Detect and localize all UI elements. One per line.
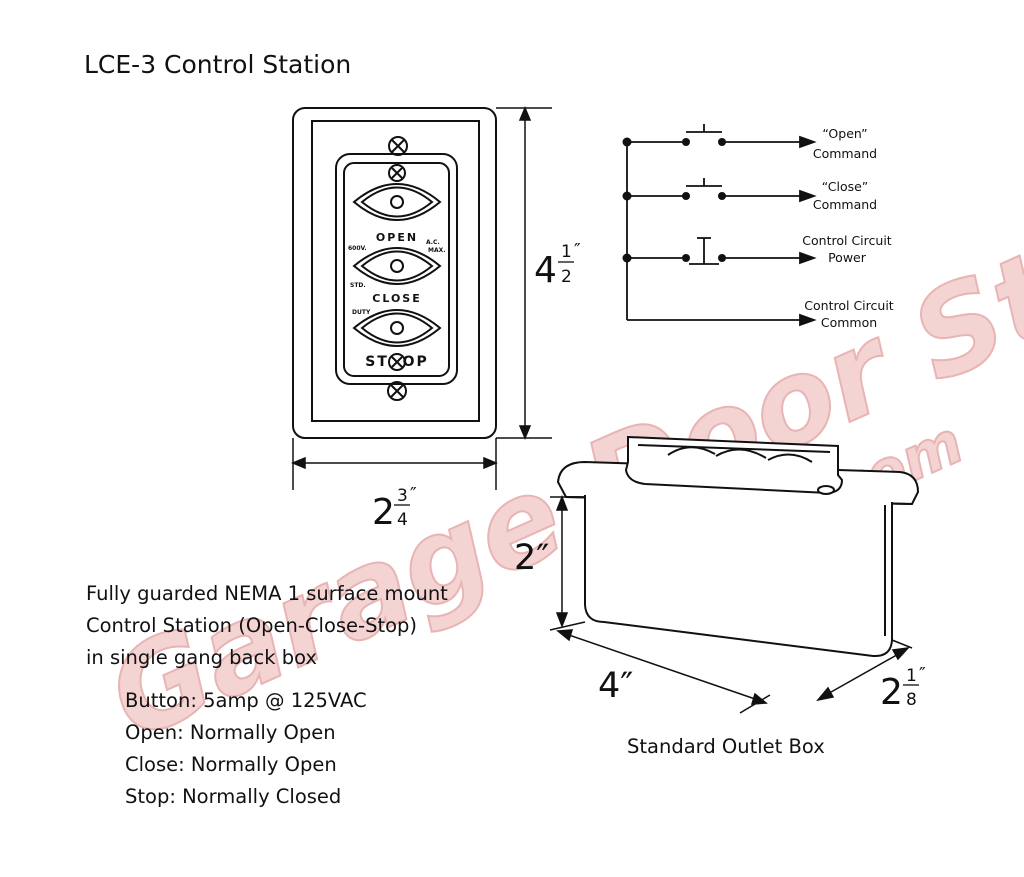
rating-voltage-label: 600V. — [348, 245, 367, 252]
height-denominator: 2 — [561, 267, 572, 287]
schematic-labels: “Open” Command “Close” Command Control C… — [802, 126, 893, 330]
outlet-box-body — [584, 495, 893, 658]
schematic — [626, 124, 817, 327]
close-command-label-2: Command — [813, 197, 877, 212]
description-line: Fully guarded NEMA 1 surface mount — [86, 582, 448, 605]
faceplate-inner — [311, 120, 480, 422]
rating-ac-label: A.C. — [426, 239, 440, 246]
stop-label: ST OP — [365, 354, 429, 370]
duty-label: DUTY — [352, 309, 371, 316]
height-inch-mark: ″ — [574, 240, 581, 261]
stop-button — [352, 309, 442, 347]
height-whole: 4 — [534, 250, 557, 291]
top-screw-icon — [388, 136, 408, 156]
close-button — [352, 247, 442, 285]
height-dimension — [496, 106, 552, 440]
box-depth-dimension — [816, 639, 913, 702]
faceplate-labels: OPEN CLOSE ST OP 600V. A.C. MAX. STD. DU… — [348, 231, 446, 370]
height-dimension-label: 4 1 2 ″ — [534, 240, 581, 291]
box-dimension-labels: 2″ 4″ 2 1 8 ″ — [514, 538, 926, 713]
spec-button-rating: Button: 5amp @ 125VAC — [125, 689, 367, 712]
schematic-dots — [622, 137, 726, 263]
faceplate-outer — [292, 107, 497, 439]
box-depth-numerator: 1 — [906, 666, 917, 686]
width-denominator: 4 — [397, 510, 408, 530]
std-label: STD. — [350, 282, 366, 289]
width-dimension — [291, 438, 498, 490]
spec-open: Open: Normally Open — [125, 721, 336, 744]
open-button — [352, 183, 442, 221]
box-height-label: 2″ — [514, 538, 549, 578]
open-command-label-2: Command — [813, 146, 877, 161]
close-label: CLOSE — [372, 292, 421, 305]
spec-stop: Stop: Normally Closed — [125, 785, 342, 808]
control-power-label-2: Power — [828, 250, 867, 265]
description: Fully guarded NEMA 1 surface mount Contr… — [86, 578, 448, 674]
button-housing-inner — [343, 162, 450, 377]
outlet-box — [556, 435, 920, 658]
width-numerator: 3 — [397, 486, 408, 506]
width-dimension-label: 2 3 4 ″ — [372, 484, 417, 533]
box-depth-inch-mark: ″ — [919, 664, 926, 685]
width-inch-mark: ″ — [410, 484, 417, 505]
spec-close: Close: Normally Open — [125, 753, 337, 776]
upper-screw-icon — [388, 164, 406, 182]
height-numerator: 1 — [561, 242, 572, 262]
lower-screw-icon — [388, 353, 406, 371]
box-height-dimension — [550, 494, 585, 629]
box-length-dimension — [549, 621, 771, 714]
box-length-label: 4″ — [598, 666, 633, 706]
box-depth-label: 2 1 8 ″ — [880, 664, 926, 713]
button-specs: Button: 5amp @ 125VAC Open: Normally Ope… — [125, 685, 367, 813]
outlet-box-caption: Standard Outlet Box — [627, 735, 825, 758]
close-command-label-1: “Close” — [822, 179, 869, 194]
description-line: in single gang back box — [86, 646, 317, 669]
control-common-label-2: Common — [821, 315, 877, 330]
open-command-label-1: “Open” — [822, 126, 867, 141]
page-title: LCE-3 Control Station — [84, 50, 352, 79]
box-depth-denominator: 8 — [906, 690, 917, 710]
control-common-label-1: Control Circuit — [804, 298, 893, 313]
bottom-screw-icon — [387, 381, 407, 401]
faceplate — [292, 107, 497, 439]
box-depth-whole: 2 — [880, 672, 903, 713]
description-line: Control Station (Open-Close-Stop) — [86, 614, 418, 637]
control-power-label-1: Control Circuit — [802, 233, 891, 248]
open-label: OPEN — [376, 231, 418, 244]
width-whole: 2 — [372, 492, 395, 533]
rating-max-label: MAX. — [428, 247, 446, 254]
